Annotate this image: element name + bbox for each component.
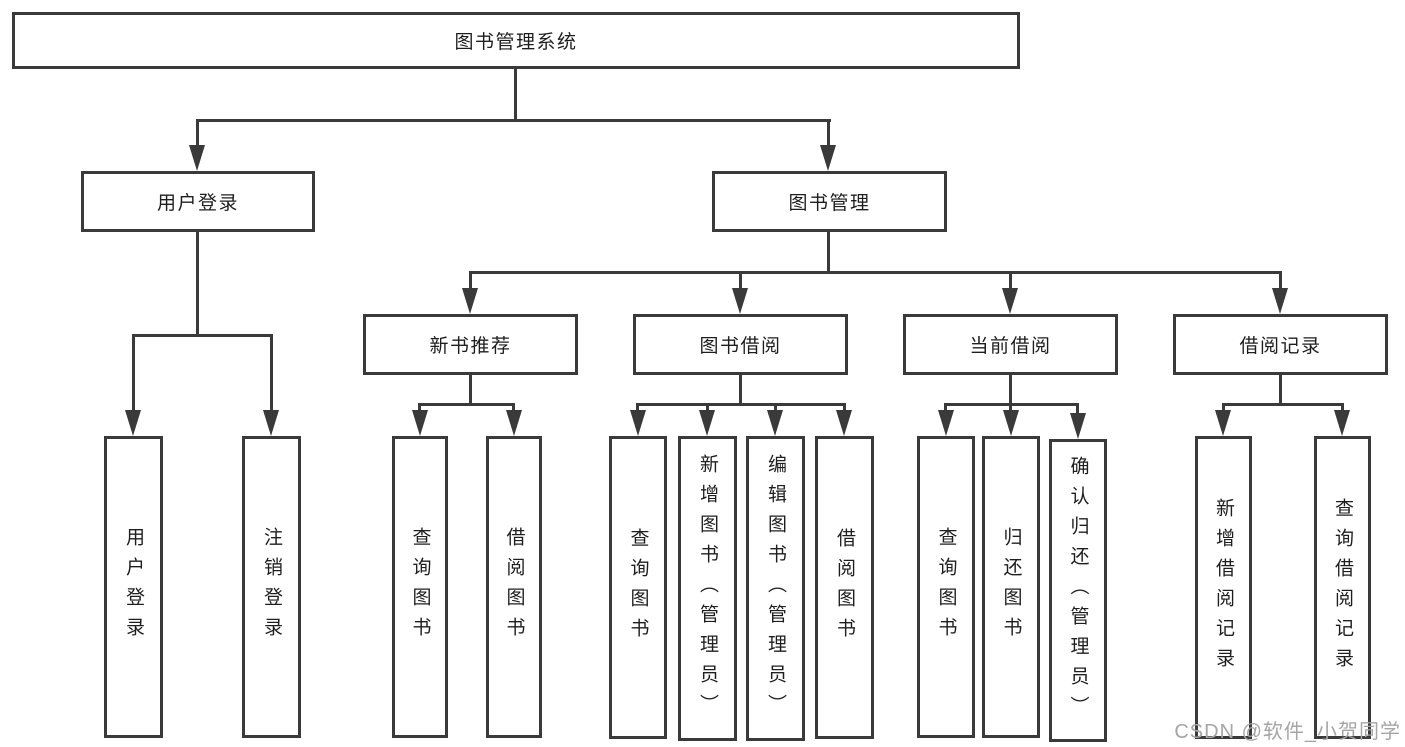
leaf-add-book-admin: 新增图书（管理员） xyxy=(678,436,737,741)
connector-to-leaf-add-record xyxy=(1222,403,1225,415)
leaf-return-book: 归还图书 xyxy=(982,436,1040,738)
leaf-confirm-return-admin: 确认归还（管理员） xyxy=(1049,439,1107,742)
connector-current-borrow-stem xyxy=(1009,374,1012,406)
connector-user-login-crossbar xyxy=(132,334,273,337)
leaf-add-borrow-record: 新增借阅记录 xyxy=(1195,436,1252,739)
connector-book-management-stem xyxy=(827,231,830,273)
connector-book-borrow-crossbar xyxy=(637,403,845,406)
connector-to-leaf-add-book xyxy=(706,403,709,415)
arrowhead-leaf-query-books-1 xyxy=(412,410,428,436)
leaf-query-books-current: 查询图书 xyxy=(917,436,975,738)
connector-to-current-borrow xyxy=(1009,271,1012,291)
connector-borrow-records-crossbar xyxy=(1222,403,1343,406)
connector-to-leaf-query-books-2 xyxy=(636,403,639,415)
arrowhead-leaf-logout xyxy=(263,410,279,436)
leaf-borrow-books-borrow: 借阅图书 xyxy=(815,436,874,739)
leaf-borrow-books-newbooks: 借阅图书 xyxy=(486,436,542,738)
connector-to-leaf-borrow-books-2 xyxy=(843,403,846,415)
connector-to-borrow-records xyxy=(1279,271,1282,291)
connector-root-stem xyxy=(514,68,517,121)
arrowhead-leaf-borrow-books-2 xyxy=(836,410,852,436)
arrowhead-leaf-query-books-2 xyxy=(630,410,646,436)
node-new-book-recommend: 新书推荐 xyxy=(363,314,578,375)
connector-to-book-borrow xyxy=(739,271,742,291)
arrowhead-user-login xyxy=(189,145,205,171)
arrowhead-book-management xyxy=(820,145,836,171)
arrowhead-leaf-edit-book xyxy=(767,410,783,436)
arrowhead-leaf-confirm-return xyxy=(1070,413,1086,439)
node-borrow-records: 借阅记录 xyxy=(1173,314,1388,375)
arrowhead-leaf-add-book xyxy=(699,410,715,436)
connector-to-leaf-query-record xyxy=(1341,403,1344,415)
connector-to-leaf-query-books-1 xyxy=(418,403,421,415)
arrowhead-leaf-query-record xyxy=(1334,410,1350,436)
connector-to-leaf-confirm-return xyxy=(1076,403,1079,415)
arrowhead-current-borrow xyxy=(1002,288,1018,314)
connector-to-leaf-edit-book xyxy=(774,403,777,415)
connector-new-book-stem xyxy=(469,374,472,406)
leaf-edit-book-admin: 编辑图书（管理员） xyxy=(746,436,805,741)
connector-root-crossbar xyxy=(197,119,831,122)
watermark: CSDN @软件_小贺同学 xyxy=(1174,721,1401,743)
connector-book-management-crossbar xyxy=(469,271,1282,274)
leaf-query-books-borrow: 查询图书 xyxy=(609,436,667,739)
node-current-borrow: 当前借阅 xyxy=(903,314,1118,375)
connector-to-leaf-return-book xyxy=(1009,403,1012,415)
connector-to-leaf-user-login xyxy=(132,336,135,412)
connector-user-login-stem xyxy=(196,231,199,336)
arrowhead-borrow-records xyxy=(1272,288,1288,314)
connector-to-leaf-logout xyxy=(270,336,273,412)
connector-book-borrow-stem xyxy=(739,374,742,406)
arrowhead-new-book-recommend xyxy=(462,288,478,314)
node-user-login: 用户登录 xyxy=(81,171,315,232)
arrowhead-leaf-query-books-3 xyxy=(938,410,954,436)
connector-borrow-records-stem xyxy=(1279,374,1282,406)
leaf-query-borrow-record: 查询借阅记录 xyxy=(1314,436,1371,739)
leaf-logout: 注销登录 xyxy=(242,436,301,738)
connector-new-book-crossbar xyxy=(419,403,515,406)
connector-to-new-book-recommend xyxy=(469,271,472,291)
connector-current-borrow-crossbar xyxy=(945,403,1079,406)
connector-to-leaf-query-books-3 xyxy=(944,403,947,415)
connector-to-user-login xyxy=(196,119,199,148)
arrowhead-leaf-user-login xyxy=(125,410,141,436)
node-book-borrow: 图书借阅 xyxy=(633,314,848,375)
node-library-management-system: 图书管理系统 xyxy=(12,12,1020,69)
leaf-user-login: 用户登录 xyxy=(104,436,163,738)
arrowhead-leaf-add-record xyxy=(1215,410,1231,436)
node-book-management: 图书管理 xyxy=(712,171,947,232)
leaf-query-books-newbooks: 查询图书 xyxy=(392,436,448,738)
connector-to-leaf-borrow-books-1 xyxy=(512,403,515,415)
arrowhead-book-borrow xyxy=(732,288,748,314)
arrowhead-leaf-borrow-books-1 xyxy=(506,410,522,436)
arrowhead-leaf-return-book xyxy=(1003,410,1019,436)
connector-to-book-management xyxy=(827,119,830,148)
